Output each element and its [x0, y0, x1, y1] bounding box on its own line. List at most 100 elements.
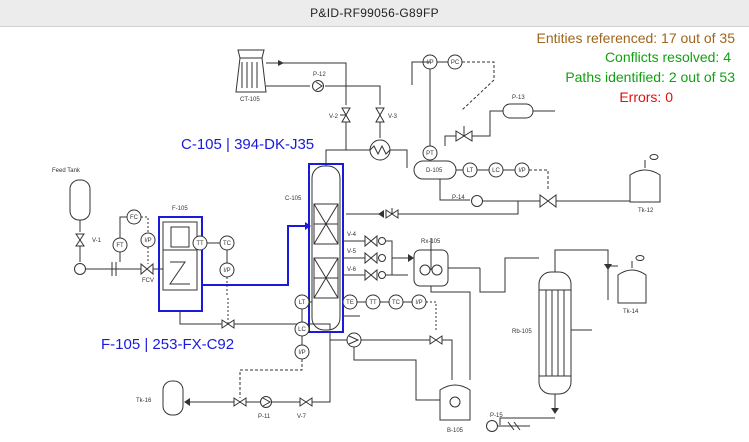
- instrument-ip-f[interactable]: I/P: [140, 232, 156, 248]
- instrument-ft[interactable]: FT: [112, 237, 128, 253]
- svg-text:I/P: I/P: [144, 238, 151, 244]
- tk12-label: Tk-12: [638, 208, 654, 214]
- callout-furnace: F-105 | 253-FX-C92: [101, 336, 235, 353]
- c105-label: C-105: [285, 196, 302, 202]
- instrument-tc-f[interactable]: TC: [219, 235, 235, 251]
- drum-d105[interactable]: D-105: [413, 160, 457, 180]
- exchanger-rb105[interactable]: Rb-105: [512, 271, 572, 395]
- svg-text:TC: TC: [392, 300, 401, 306]
- callout-column: C-105 | 394-DK-J35: [181, 136, 315, 153]
- reboiler-exchanger[interactable]: [346, 332, 362, 348]
- pump-p12[interactable]: P-12: [312, 72, 327, 92]
- instrument-tt-c[interactable]: TT: [365, 294, 381, 310]
- v6-label: V-6: [347, 267, 357, 273]
- column-c105[interactable]: C-105: [285, 165, 341, 331]
- instrument-tt-f[interactable]: TT: [192, 235, 208, 251]
- instrument-lc-c[interactable]: LC: [294, 321, 310, 337]
- fcv-valve[interactable]: FCV: [140, 262, 154, 284]
- stat-errors: Errors: 0: [619, 89, 673, 105]
- feed-pump[interactable]: [74, 263, 86, 275]
- svg-text:FT: FT: [116, 243, 124, 249]
- feed-tank[interactable]: Feed Tank: [52, 168, 91, 221]
- instrument-lt-c[interactable]: LT: [294, 294, 310, 310]
- cooling-tower-ct105[interactable]: CT-105: [235, 49, 267, 103]
- instrument-ip-c2[interactable]: I/P: [411, 294, 427, 310]
- ct105-label: CT-105: [240, 97, 260, 103]
- tk16-label: Tk-16: [136, 398, 152, 404]
- p15-label: P-15: [490, 413, 503, 419]
- instrument-tc-c[interactable]: TC: [388, 294, 404, 310]
- pump-p11[interactable]: P-11: [258, 396, 272, 421]
- tank-tk12[interactable]: Tk-12: [629, 154, 661, 215]
- v3-label: V-3: [388, 114, 398, 120]
- window-title: P&ID-RF99056-G89FP: [310, 6, 439, 20]
- pump-p14[interactable]: P-14: [452, 195, 483, 207]
- instrument-pc[interactable]: PC: [447, 54, 463, 70]
- svg-text:LT: LT: [467, 168, 474, 174]
- stat-conflicts: Conflicts resolved: 4: [604, 49, 731, 65]
- svg-text:TE: TE: [346, 300, 354, 306]
- svg-text:I/P: I/P: [298, 350, 305, 356]
- tank-tk14[interactable]: Tk-14: [617, 255, 647, 316]
- p12-label: P-12: [313, 72, 326, 78]
- instrument-lc-d[interactable]: LC: [488, 162, 504, 178]
- p14-label: P-14: [452, 195, 465, 201]
- instrument-fc[interactable]: FC: [126, 209, 142, 225]
- valve-v6[interactable]: V-6: [343, 267, 386, 282]
- svg-text:FC: FC: [130, 215, 139, 221]
- valve-v1[interactable]: V-1: [75, 233, 102, 247]
- stat-entities: Entities referenced: 17 out of 35: [536, 30, 735, 46]
- valve-v4[interactable]: V-4: [343, 232, 386, 248]
- boiler-b105[interactable]: B-105: [439, 384, 471, 434]
- instrument-ip-d[interactable]: I/P: [514, 162, 530, 178]
- instrument-lt-d[interactable]: LT: [462, 162, 478, 178]
- valve-reboiler[interactable]: [429, 335, 443, 345]
- v2-label: V-2: [329, 114, 339, 120]
- instrument-ip-f2[interactable]: I/P: [219, 262, 235, 278]
- instrument-ip-c[interactable]: I/P: [294, 344, 310, 360]
- feed-tank-label: Feed Tank: [52, 168, 81, 174]
- p11-label: P-11: [258, 414, 271, 420]
- v1-label: V-1: [92, 238, 102, 244]
- svg-text:I/P: I/P: [518, 168, 525, 174]
- valve-v5[interactable]: V-5: [343, 249, 386, 265]
- svg-text:LC: LC: [492, 168, 500, 174]
- valve-v2[interactable]: V-2: [329, 107, 351, 123]
- heat-exchanger[interactable]: [369, 139, 391, 161]
- tank-tk16[interactable]: Tk-16: [136, 380, 184, 416]
- instrument-te[interactable]: TE: [342, 294, 358, 310]
- control-valve-d[interactable]: [539, 194, 557, 208]
- svg-text:PT: PT: [426, 151, 434, 157]
- control-valve-top[interactable]: [455, 126, 473, 142]
- valve-recycle[interactable]: [385, 209, 399, 219]
- valve-v3[interactable]: V-3: [375, 107, 398, 123]
- v4-label: V-4: [347, 232, 357, 238]
- svg-text:I/P: I/P: [415, 300, 422, 306]
- p13-label: P-13: [512, 95, 525, 101]
- pump-p15[interactable]: P-15: [486, 413, 504, 432]
- rb105-label: Rb-105: [512, 329, 532, 335]
- highlighted-path: [202, 225, 305, 286]
- svg-text:TT: TT: [196, 241, 204, 247]
- v7-label: V-7: [297, 414, 307, 420]
- instrument-pt-d[interactable]: PT: [422, 145, 438, 161]
- reactor-rx105[interactable]: Rx-105: [413, 238, 449, 287]
- column-highlight: [308, 163, 344, 333]
- svg-text:LC: LC: [298, 327, 306, 333]
- d105-label: D-105: [426, 168, 443, 174]
- fcv-label: FCV: [142, 278, 154, 284]
- v5-label: V-5: [347, 249, 357, 255]
- pump-p13[interactable]: P-13: [502, 95, 534, 119]
- valve-bottom-left[interactable]: [233, 397, 247, 407]
- valve-v7[interactable]: V-7: [297, 397, 313, 420]
- svg-text:TC: TC: [223, 241, 232, 247]
- b105-label: B-105: [447, 428, 464, 434]
- pid-diagram: CT-105 P-12 V-2 V-3 I/P PC P-13: [52, 49, 661, 434]
- furnace-f105[interactable]: F-105: [162, 206, 198, 291]
- svg-text:LT: LT: [299, 300, 306, 306]
- svg-text:I/P: I/P: [426, 60, 433, 66]
- rx105-label: Rx-105: [421, 239, 441, 245]
- title-bar: P&ID-RF99056-G89FP: [0, 0, 749, 27]
- svg-text:TT: TT: [369, 300, 377, 306]
- svg-text:PC: PC: [451, 60, 460, 66]
